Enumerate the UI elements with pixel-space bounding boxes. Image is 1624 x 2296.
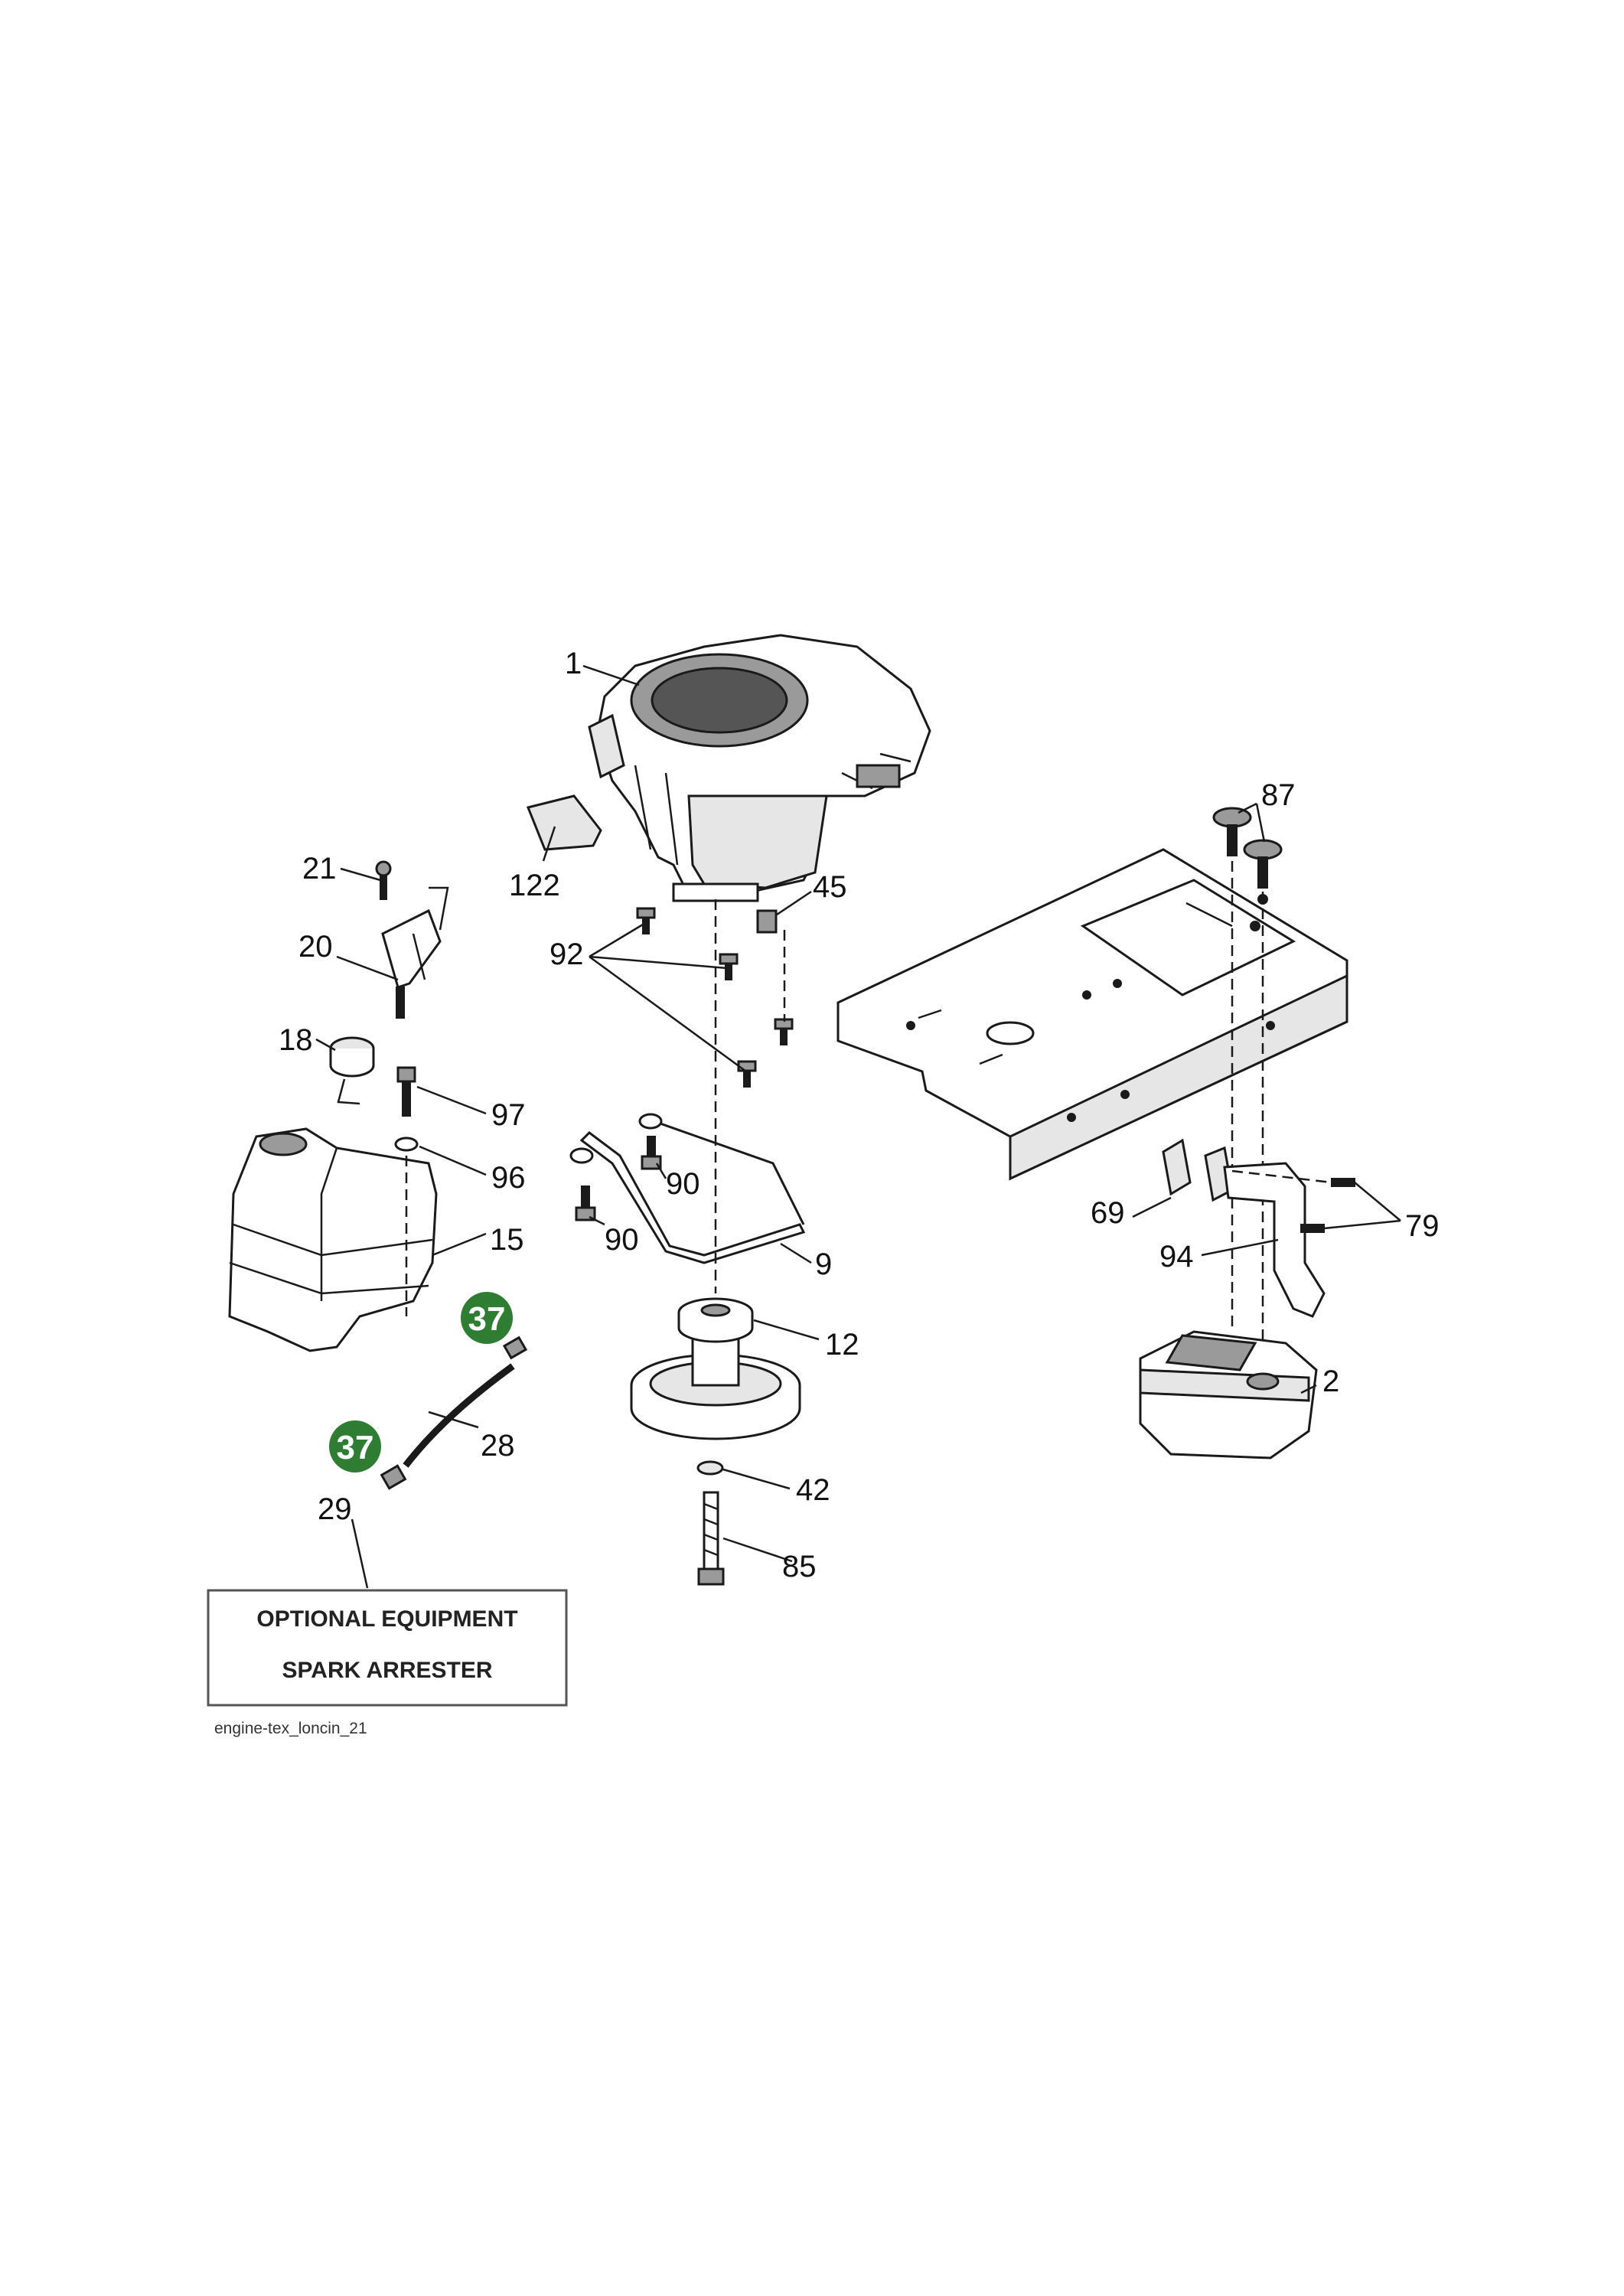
part-label-1: 1 (565, 647, 582, 680)
part-label-9: 9 (815, 1247, 832, 1281)
badge-37-lower-text: 37 (337, 1429, 374, 1466)
engine-assembly (588, 634, 931, 902)
part-label-20: 20 (298, 930, 333, 964)
part-label-96: 96 (491, 1161, 526, 1195)
part-label-15: 15 (490, 1223, 524, 1257)
part-label-92: 92 (549, 938, 584, 971)
optional-equipment-box: OPTIONAL EQUIPMENT SPARK ARRESTER (207, 1589, 568, 1707)
pulley-part (630, 1297, 801, 1440)
part-label-87: 87 (1261, 778, 1296, 812)
wire-clip-part (526, 794, 602, 851)
part-label-18: 18 (279, 1023, 313, 1057)
part-label-29: 29 (318, 1492, 352, 1526)
part-label-122: 122 (509, 869, 560, 902)
part-label-12: 12 (825, 1328, 859, 1362)
fuel-tank-part (228, 1127, 438, 1352)
belt-guide-part (569, 1113, 806, 1264)
part-number-labels: 1 122 45 92 21 20 18 97 96 15 90 90 9 12… (279, 647, 1440, 1583)
badge-37-upper: 37 (461, 1292, 513, 1344)
badge-37-lower: 37 (329, 1420, 381, 1473)
throttle-control-part (375, 860, 449, 1019)
part-label-79: 79 (1405, 1209, 1440, 1243)
muffler-part (1139, 1330, 1318, 1459)
part-label-45: 45 (813, 870, 847, 904)
pulley-bolt-part (696, 1460, 725, 1586)
tank-bolt-part (394, 1066, 419, 1316)
part-label-42: 42 (796, 1473, 830, 1507)
part-label-28: 28 (481, 1429, 515, 1463)
part-label-2: 2 (1322, 1365, 1339, 1398)
diagram-caption: engine-tex_loncin_21 (214, 1720, 367, 1737)
part-label-94: 94 (1159, 1240, 1194, 1274)
spark-arrester-text: SPARK ARRESTER (282, 1658, 492, 1683)
part-label-90-lower: 90 (605, 1223, 639, 1257)
part-label-90-upper: 90 (666, 1167, 700, 1201)
badge-37-upper-text: 37 (468, 1300, 506, 1338)
fuel-hose-part (380, 1336, 528, 1490)
part-label-97: 97 (491, 1098, 526, 1132)
part-label-69: 69 (1091, 1196, 1125, 1230)
part-label-21: 21 (302, 852, 337, 885)
part-label-85: 85 (782, 1550, 817, 1583)
optional-equipment-text: OPTIONAL EQUIPMENT (256, 1606, 517, 1632)
chassis-frame-part (836, 848, 1348, 1181)
knob-bolts-part (1212, 807, 1283, 1347)
fuel-cap-part (329, 1036, 375, 1105)
leader-lines (315, 664, 1401, 1589)
